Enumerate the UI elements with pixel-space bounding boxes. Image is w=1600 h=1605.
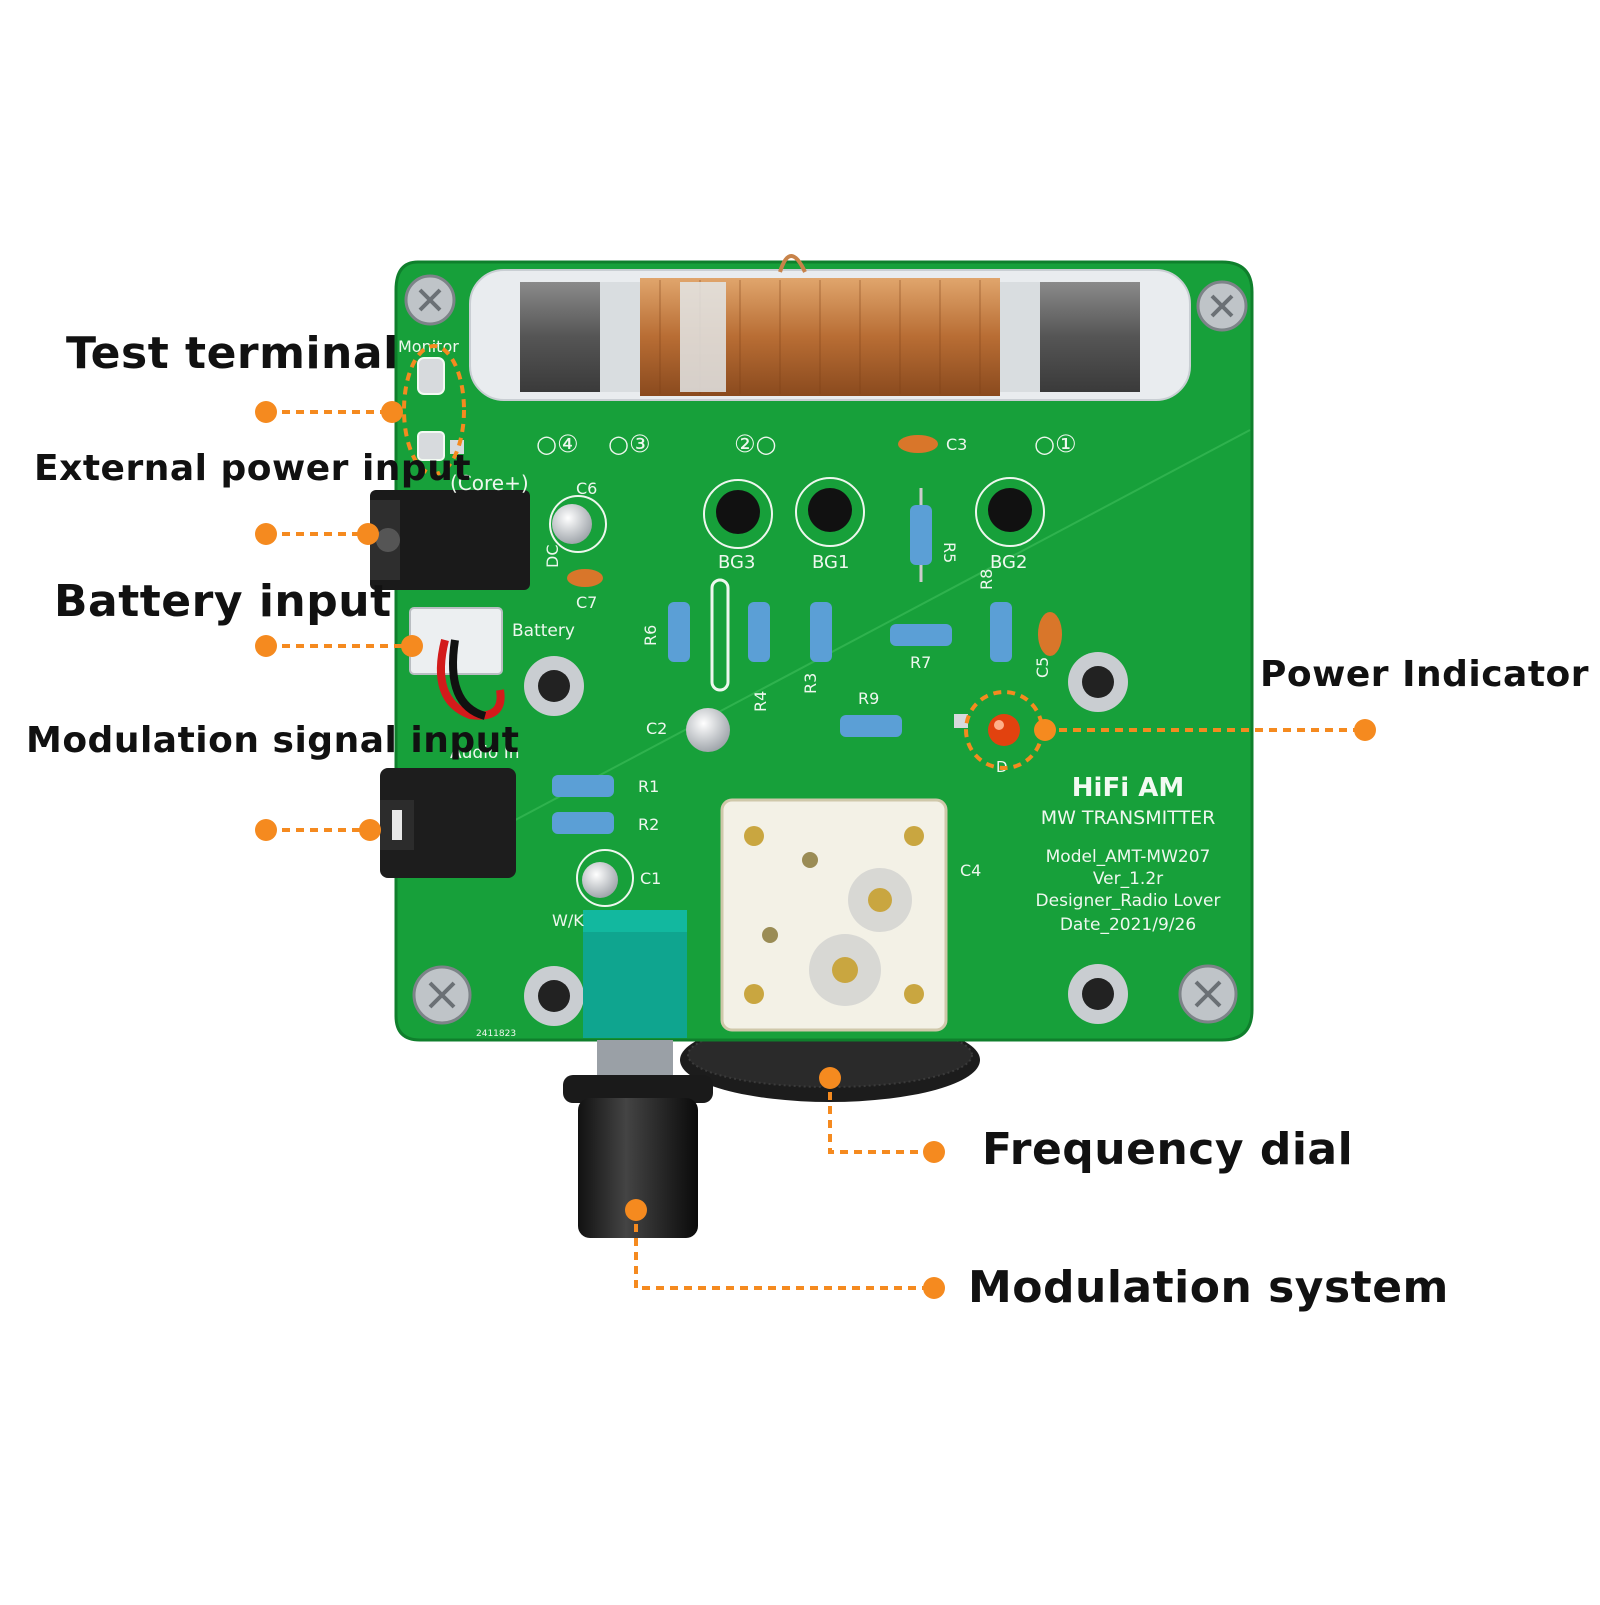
test-terminal-highlight <box>402 344 466 476</box>
battery-label: Battery <box>512 621 575 641</box>
c7-label: C7 <box>576 593 597 612</box>
bg3-label: BG3 <box>718 552 755 573</box>
callout-test-terminal: Test terminal <box>66 328 399 379</box>
variable-capacitor <box>720 798 948 1032</box>
c2-label: C2 <box>646 719 667 738</box>
ceramic-capacitors <box>567 435 1062 656</box>
callout-modulation-signal: Modulation signal input <box>26 720 520 761</box>
mounting-screws <box>404 274 1248 1026</box>
board-subtitle: MW TRANSMITTER <box>1041 807 1216 829</box>
bg1-label: BG1 <box>812 552 849 573</box>
c5-label: C5 <box>1033 657 1052 678</box>
callout-frequency-dial: Frequency dial <box>982 1124 1354 1175</box>
c3-label: C3 <box>946 435 967 454</box>
r3-label: R3 <box>801 673 820 694</box>
r2-label: R2 <box>638 815 659 834</box>
dc-label: DC <box>543 545 562 569</box>
core-label: (Core+) <box>450 471 529 495</box>
c4-label: C4 <box>960 861 981 880</box>
r1-label: R1 <box>638 777 659 796</box>
c1-label: C1 <box>640 869 661 888</box>
bg2-label: BG2 <box>990 552 1027 573</box>
r7-label: R7 <box>910 653 931 672</box>
callout-power-indicator: Power Indicator <box>1260 654 1590 695</box>
silkscreen-labels: ○④ ○③ ②○ ○① BG3 BG1 BG2 R5 R6 R4 R3 R7 R… <box>476 430 1220 1039</box>
audio-in-label: Audio In <box>450 743 520 763</box>
dc-jack: (Core+) DC <box>370 471 562 590</box>
callout-dots <box>255 401 1376 1299</box>
point-3: ○③ <box>608 430 650 458</box>
callout-external-power: External power input <box>34 448 472 489</box>
electrolytic-capacitors <box>549 495 730 907</box>
c6-label: C6 <box>576 479 597 498</box>
r8-label: R8 <box>977 569 996 590</box>
board-model: Model_AMT-MW207 <box>1046 847 1211 867</box>
ferrite-antenna <box>469 254 1191 401</box>
callout-battery-input: Battery input <box>54 576 392 627</box>
transistors <box>703 477 1045 549</box>
r4-label: R4 <box>751 691 770 712</box>
r9-label: R9 <box>858 689 879 708</box>
board-version: Ver_1.2r <box>1093 869 1163 889</box>
point-2: ②○ <box>734 430 776 458</box>
potentiometer-knob <box>563 910 713 1238</box>
board-date: Date_2021/9/26 <box>1060 915 1196 935</box>
resistors <box>552 488 1012 834</box>
leader-frequency-dial <box>828 1078 932 1154</box>
leader-modulation-system <box>634 1210 932 1290</box>
audio-jack: Audio In <box>380 743 520 878</box>
power-led: D <box>954 714 1020 776</box>
serial-label: 2411823 <box>476 1029 516 1039</box>
point-1: ○① <box>1034 430 1076 458</box>
callout-modulation-system: Modulation system <box>968 1262 1449 1313</box>
r5-label: R5 <box>940 542 959 563</box>
board-title: HiFi AM <box>1072 773 1184 803</box>
battery-connector: Battery <box>409 607 575 720</box>
point-4: ○④ <box>536 430 578 458</box>
r6-label: R6 <box>641 625 660 646</box>
wk-label: W/K <box>552 911 584 930</box>
board-designer: Designer_Radio Lover <box>1036 891 1221 911</box>
